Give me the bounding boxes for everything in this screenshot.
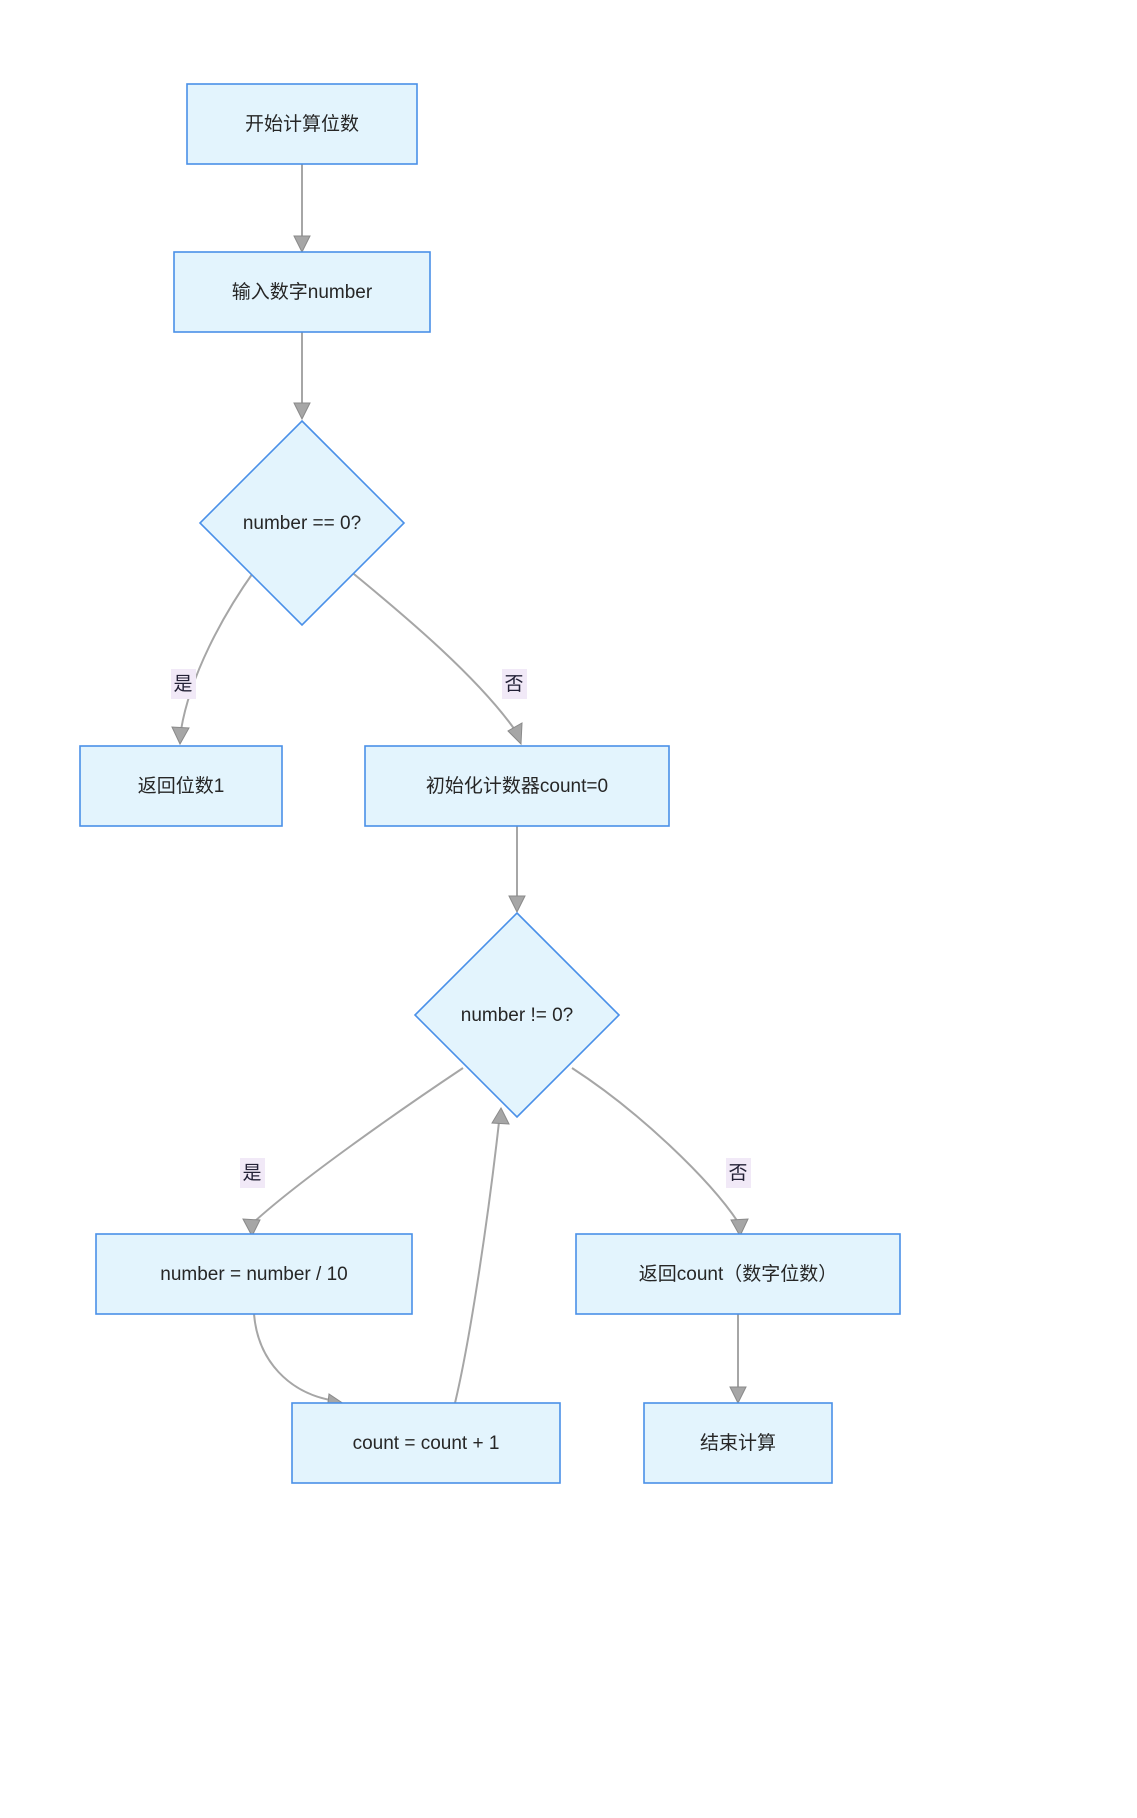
edge-cond2-to-returncnt bbox=[571, 1067, 749, 1238]
node-label: 返回位数1 bbox=[138, 775, 225, 797]
edge-line bbox=[253, 1313, 331, 1401]
edge-label-text: 是 bbox=[173, 674, 192, 695]
node-label: 结束计算 bbox=[700, 1432, 776, 1454]
edge-label-text: 否 bbox=[504, 674, 523, 695]
edge-line bbox=[180, 569, 256, 731]
edge-divide-to-increment bbox=[253, 1313, 346, 1412]
node-shape-rect bbox=[173, 251, 431, 333]
edge-label-cond1-no: 否 bbox=[502, 669, 527, 699]
arrowhead-icon bbox=[730, 1218, 749, 1238]
node-shape-rect bbox=[95, 1233, 413, 1315]
edge-increment-to-cond2 bbox=[454, 1106, 510, 1404]
node-label: 输入数字number bbox=[232, 281, 373, 303]
edge-input-to-cond1 bbox=[293, 332, 311, 421]
node-returncount[interactable]: 返回count（数字位数） bbox=[575, 1233, 901, 1315]
node-shape-rect bbox=[186, 83, 418, 165]
node-shape-rect bbox=[291, 1402, 561, 1484]
edge-label-layer: 是 否 是 否 bbox=[171, 669, 751, 1188]
edge-line bbox=[571, 1067, 739, 1223]
node-increment[interactable]: count = count + 1 bbox=[291, 1402, 561, 1484]
node-layer: 开始计算位数 输入数字number number == 0? 返回位数1 初始化… bbox=[79, 83, 901, 1484]
node-initcount[interactable]: 初始化计数器count=0 bbox=[364, 745, 670, 827]
node-label: 初始化计数器count=0 bbox=[426, 775, 608, 797]
node-label: 开始计算位数 bbox=[245, 113, 359, 135]
edge-returncnt-to-end bbox=[729, 1314, 747, 1405]
node-label: 返回count（数字位数） bbox=[639, 1263, 837, 1285]
edge-label-text: 是 bbox=[242, 1163, 261, 1184]
arrowhead-icon bbox=[293, 235, 311, 254]
edge-start-to-input bbox=[293, 164, 311, 254]
node-shape-rect bbox=[364, 745, 670, 827]
edge-cond1-to-return1 bbox=[171, 569, 256, 746]
arrowhead-icon bbox=[491, 1106, 510, 1125]
node-end[interactable]: 结束计算 bbox=[643, 1402, 833, 1484]
edge-label-cond1-yes: 是 bbox=[171, 669, 196, 699]
edge-label-background bbox=[502, 669, 527, 699]
edge-cond1-to-initcount bbox=[348, 569, 523, 746]
arrowhead-icon bbox=[508, 895, 526, 914]
node-shape-diamond bbox=[413, 911, 621, 1119]
edge-label-background bbox=[240, 1158, 265, 1188]
edge-label-background bbox=[726, 1158, 751, 1188]
arrowhead-icon bbox=[242, 1218, 261, 1238]
arrowhead-icon bbox=[293, 402, 311, 421]
edge-cond2-to-divide bbox=[242, 1067, 464, 1238]
node-input[interactable]: 输入数字number bbox=[173, 251, 431, 333]
edge-line bbox=[454, 1121, 500, 1404]
arrowhead-icon bbox=[507, 722, 523, 746]
node-cond2[interactable]: number != 0? bbox=[413, 911, 621, 1119]
edge-label-cond2-no: 否 bbox=[726, 1158, 751, 1188]
node-shape-rect bbox=[79, 745, 283, 827]
node-label: count = count + 1 bbox=[353, 1433, 500, 1454]
edge-label-text: 否 bbox=[728, 1163, 747, 1184]
node-label: number = number / 10 bbox=[160, 1264, 347, 1285]
edge-label-background bbox=[171, 669, 196, 699]
edge-label-cond2-yes: 是 bbox=[240, 1158, 265, 1188]
edge-initcount-to-cond2 bbox=[508, 826, 526, 914]
node-start[interactable]: 开始计算位数 bbox=[186, 83, 418, 165]
node-shape-rect bbox=[575, 1233, 901, 1315]
node-return1[interactable]: 返回位数1 bbox=[79, 745, 283, 827]
edge-line bbox=[348, 569, 516, 731]
node-divide[interactable]: number = number / 10 bbox=[95, 1233, 413, 1315]
node-shape-diamond bbox=[198, 419, 406, 627]
arrowhead-icon bbox=[171, 726, 190, 746]
edge-line bbox=[253, 1067, 464, 1223]
node-cond1[interactable]: number == 0? bbox=[198, 419, 406, 627]
node-label: number != 0? bbox=[461, 1005, 574, 1026]
arrowhead-icon bbox=[729, 1386, 747, 1405]
node-label: number == 0? bbox=[243, 513, 361, 534]
node-shape-rect bbox=[643, 1402, 833, 1484]
